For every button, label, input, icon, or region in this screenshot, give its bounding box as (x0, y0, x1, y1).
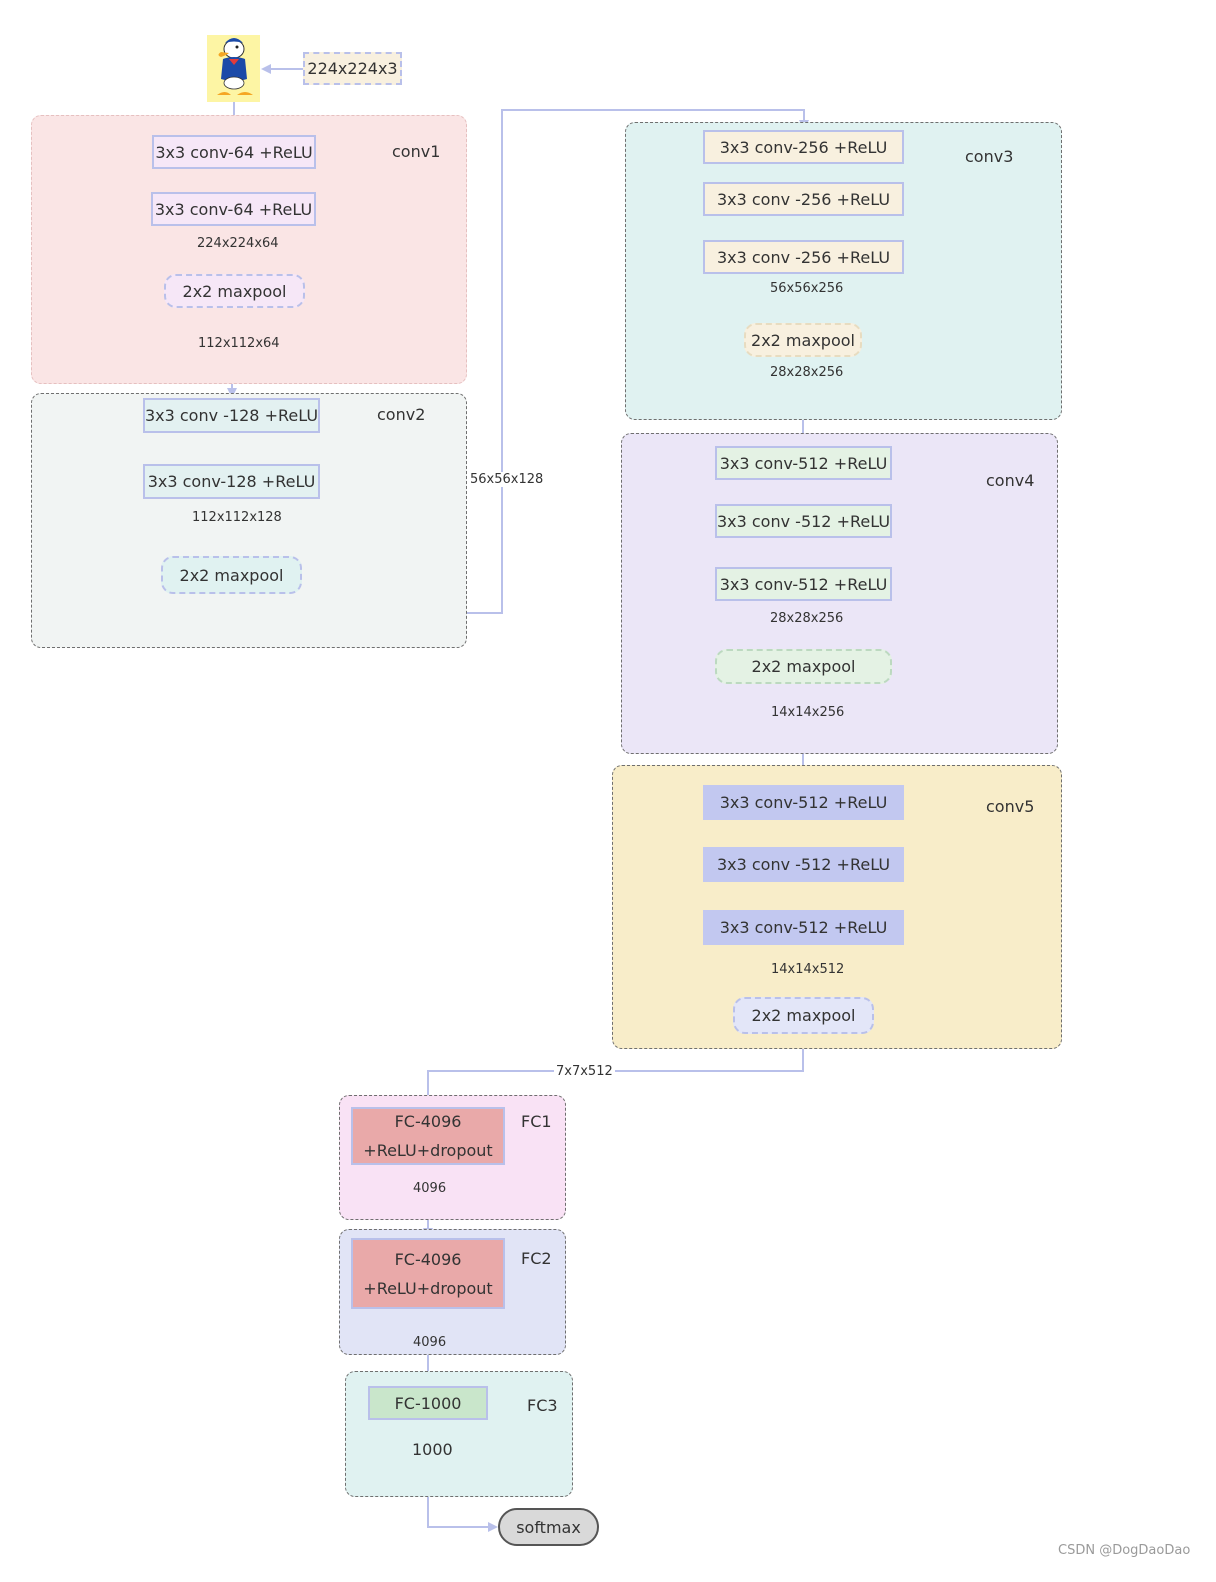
conv5-layer-3: 3x3 conv-512 +ReLU (703, 910, 904, 945)
conv1-layer-1: 3x3 conv-64 +ReLU (152, 135, 316, 169)
fc1-layer: FC-4096 +ReLU+dropout (351, 1107, 505, 1165)
fc1-layer-line2: +ReLU+dropout (363, 1141, 493, 1160)
fc1-label: FC1 (521, 1112, 552, 1131)
conv4-maxpool: 2x2 maxpool (715, 649, 892, 684)
conv5-maxpool: 2x2 maxpool (733, 997, 874, 1034)
fc3-layer: FC-1000 (368, 1386, 488, 1420)
conv5-layer-2: 3x3 conv -512 +ReLU (703, 847, 904, 882)
conv4-label: conv4 (986, 471, 1035, 490)
fc2-layer-line1: FC-4096 (394, 1249, 462, 1269)
conv4-layer-1: 3x3 conv-512 +ReLU (715, 446, 892, 480)
fc1-dim-out: 4096 (413, 1181, 447, 1196)
conv5-dim-out: 7x7x512 (554, 1064, 615, 1079)
conv1-dim-out: 112x112x64 (198, 336, 280, 351)
watermark: CSDN @DogDaoDao (1058, 1543, 1191, 1558)
fc2-label: FC2 (521, 1249, 552, 1268)
conv1-dim-after-conv: 224x224x64 (197, 236, 279, 251)
fc1-layer-line1: FC-4096 (394, 1112, 462, 1131)
conv3-label: conv3 (965, 147, 1014, 166)
conv3-dim-out: 28x28x256 (770, 365, 844, 380)
conv2-label: conv2 (377, 405, 426, 424)
conv4-dim-after-conv: 28x28x256 (770, 611, 844, 626)
conv3-dim-after-conv: 56x56x256 (770, 281, 844, 296)
conv1-label: conv1 (392, 142, 441, 161)
conv4-dim-out: 14x14x256 (771, 705, 845, 720)
conv3-layer-2: 3x3 conv -256 +ReLU (703, 182, 904, 216)
fc2-layer: FC-4096 +ReLU+dropout (351, 1238, 505, 1309)
conv4-layer-3: 3x3 conv-512 +ReLU (715, 567, 892, 601)
fc2-dim-out: 4096 (413, 1335, 447, 1350)
conv2-layer-2: 3x3 conv-128 +ReLU (143, 464, 320, 499)
conv2-dim-after-conv: 112x112x128 (192, 510, 282, 525)
input-size-label: 224x224x3 (303, 52, 402, 85)
conv2-maxpool: 2x2 maxpool (161, 556, 302, 594)
softmax-output: softmax (498, 1508, 599, 1546)
conv4-layer-2: 3x3 conv -512 +ReLU (715, 504, 892, 538)
conv5-dim-after-conv: 14x14x512 (771, 962, 845, 977)
conv1-maxpool: 2x2 maxpool (164, 274, 305, 308)
conv3-layer-3: 3x3 conv -256 +ReLU (703, 240, 904, 274)
conv2-dim-out: 56x56x128 (468, 472, 546, 487)
conv3-maxpool: 2x2 maxpool (744, 323, 862, 357)
conv5-label: conv5 (986, 797, 1035, 816)
conv2-layer-1: 3x3 conv -128 +ReLU (143, 398, 320, 433)
conv1-layer-2: 3x3 conv-64 +ReLU (151, 192, 316, 226)
input-image (207, 35, 260, 102)
fc3-label: FC3 (527, 1396, 558, 1415)
conv2-group (31, 393, 467, 648)
fc3-dim-out: 1000 (412, 1440, 453, 1459)
fc2-layer-line2: +ReLU+dropout (363, 1278, 493, 1298)
duck-cartoon-icon (217, 38, 253, 95)
conv5-layer-1: 3x3 conv-512 +ReLU (703, 785, 904, 820)
conv3-layer-1: 3x3 conv-256 +ReLU (703, 130, 904, 164)
